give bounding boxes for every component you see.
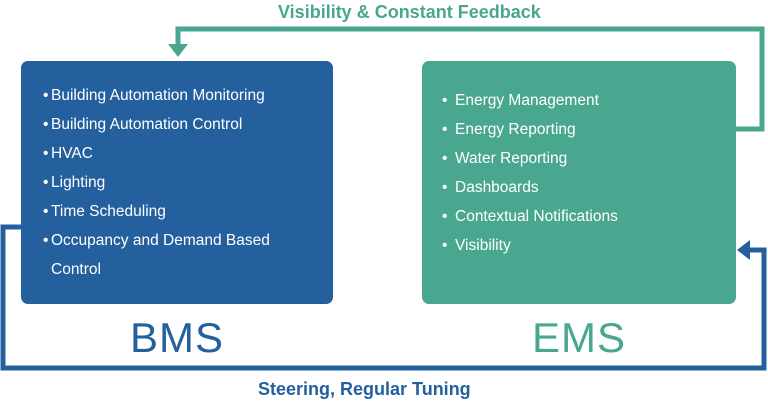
ems-box: • Energy Management • Energy Reporting • Wa… (422, 61, 736, 304)
list-item-label: Building Automation Control (51, 116, 243, 133)
list-item-label: Occupancy and Demand Based Control (51, 232, 270, 278)
list-item-label: Building Automation Monitoring (51, 87, 265, 104)
bms-box: •Building Automation Monitoring •Buildin… (21, 61, 333, 304)
bullet-icon: • (442, 150, 448, 167)
ems-feature-list: • Energy Management • Energy Reporting • Wa… (442, 86, 736, 260)
bullet-icon: • (442, 179, 448, 196)
list-item: •Lighting (43, 168, 333, 197)
feedback-label: Visibility & Constant Feedback (278, 2, 541, 22)
bms-feature-list: •Building Automation Monitoring •Buildin… (43, 81, 333, 284)
bullet-icon: • (43, 145, 49, 162)
feedback-arrow-line (175, 26, 765, 132)
bullet-icon: • (442, 208, 448, 225)
list-item-label: Visibility (455, 237, 511, 254)
list-item: • Visibility (442, 231, 736, 260)
list-item: • Dashboards (442, 173, 736, 202)
ems-title: EMS (531, 314, 626, 361)
list-item: •Building Automation Control (43, 110, 333, 139)
bullet-icon: • (43, 203, 49, 220)
list-item-label: HVAC (51, 145, 93, 162)
steering-arrow-line (0, 224, 767, 371)
bullet-icon: • (43, 232, 49, 249)
steering-label: Steering, Regular Tuning (258, 379, 471, 399)
list-item: • Energy Reporting (442, 115, 736, 144)
bms-title: BMS (129, 314, 224, 361)
list-item: •Time Scheduling (43, 197, 333, 226)
list-item-label: Energy Reporting (455, 121, 576, 138)
bullet-icon: • (43, 174, 49, 191)
bullet-icon: • (442, 92, 448, 109)
bullet-icon: • (43, 116, 49, 133)
steering-arrowhead (737, 240, 750, 260)
bullet-icon: • (43, 87, 49, 104)
list-item-label: Lighting (51, 174, 106, 191)
list-item: •Occupancy and Demand Based Control (43, 226, 301, 284)
list-item-label: Energy Management (455, 92, 599, 109)
list-item: • Water Reporting (442, 144, 736, 173)
list-item: • Energy Management (442, 86, 736, 115)
bullet-icon: • (442, 121, 448, 138)
list-item-label: Contextual Notifications (455, 208, 618, 225)
bullet-icon: • (442, 237, 448, 254)
list-item: •Building Automation Monitoring (43, 81, 333, 110)
list-item: •HVAC (43, 139, 333, 168)
list-item-label: Time Scheduling (51, 203, 166, 220)
list-item-label: Dashboards (455, 179, 539, 196)
list-item-label: Water Reporting (455, 150, 568, 167)
list-item: • Contextual Notifications (442, 202, 736, 231)
feedback-arrowhead (168, 44, 188, 57)
